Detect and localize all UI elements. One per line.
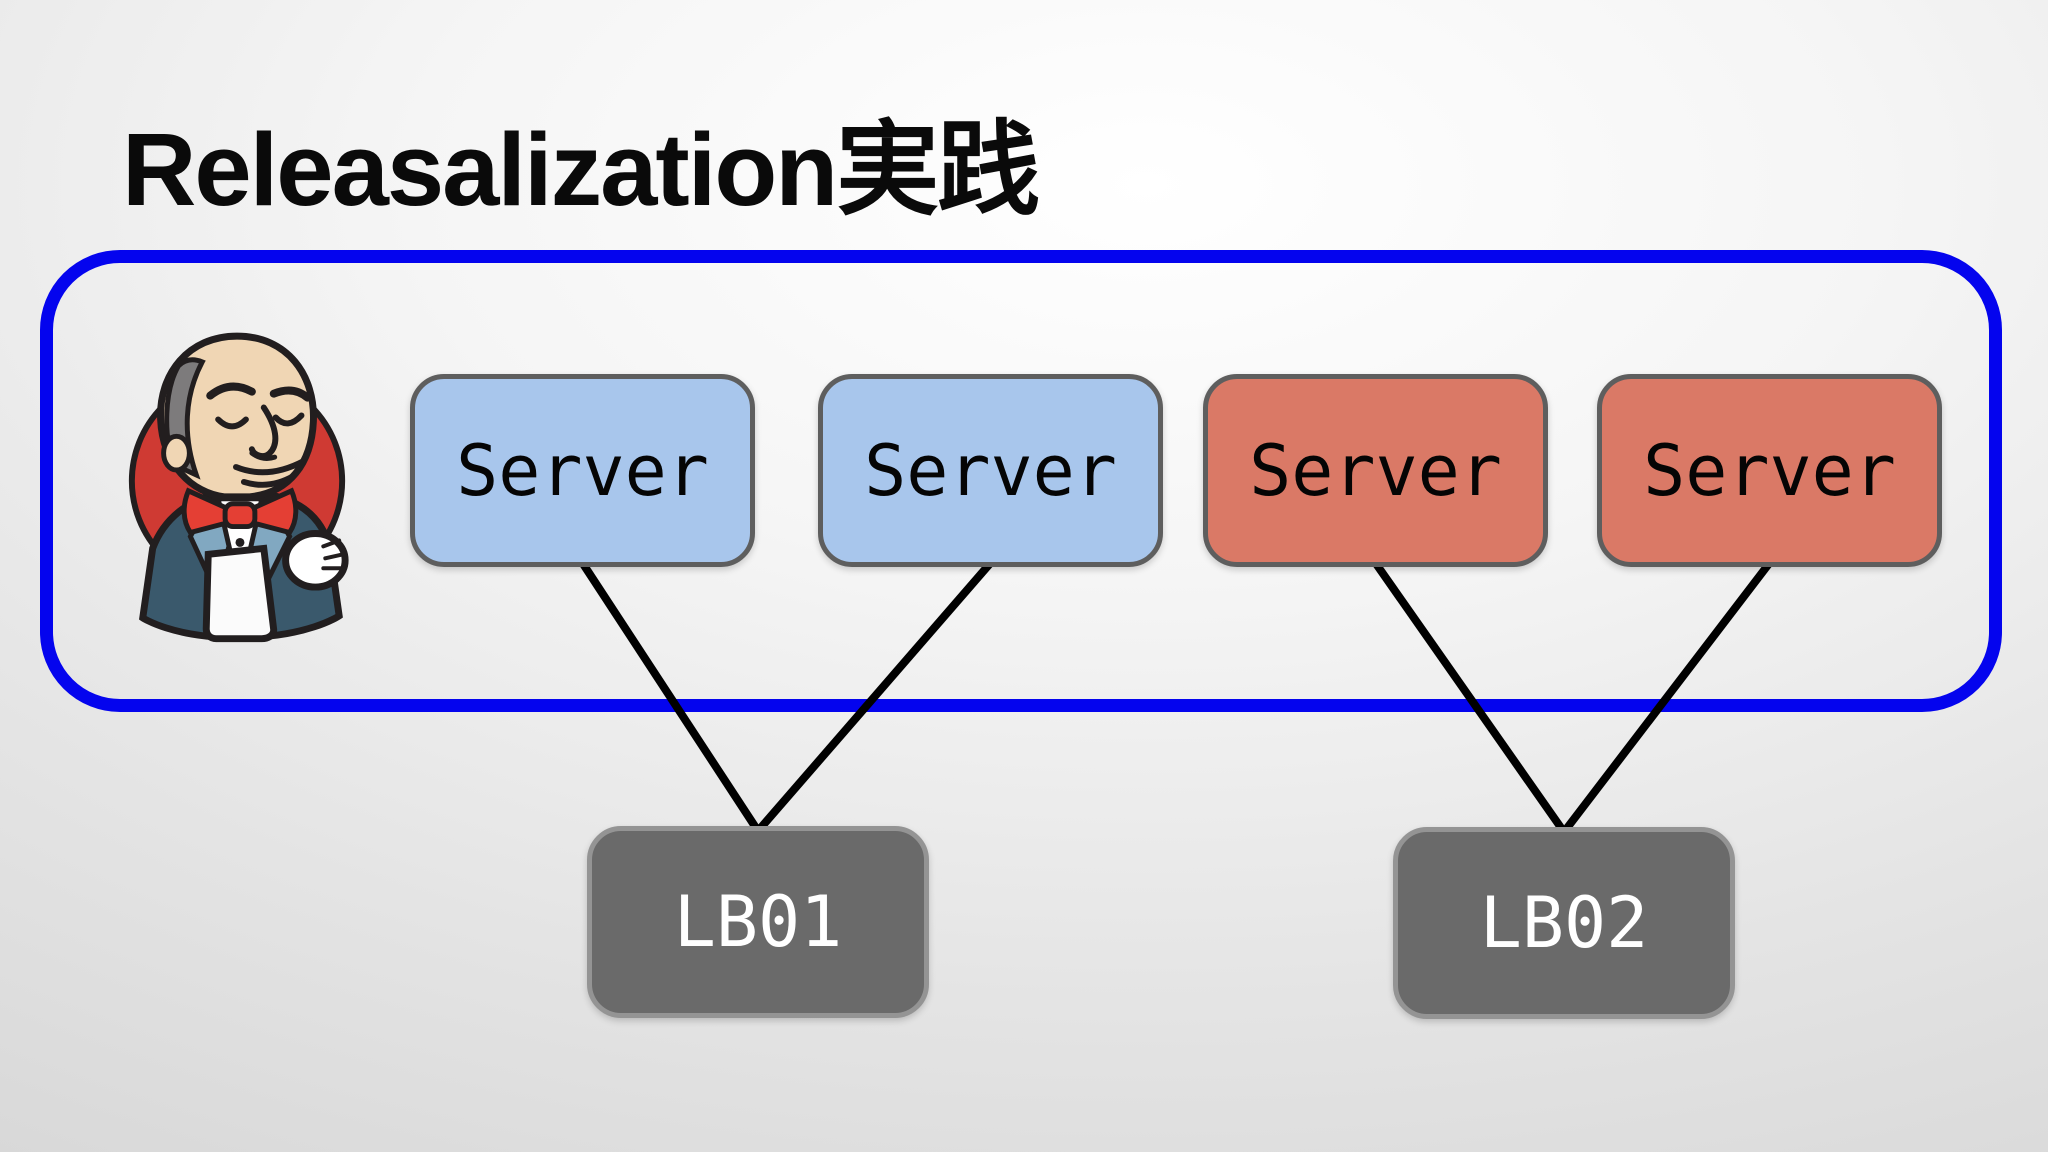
load-balancer-node-1: LB01 (587, 826, 929, 1018)
load-balancer-node-2-label: LB02 (1479, 882, 1649, 964)
load-balancer-node-1-label: LB01 (673, 881, 843, 963)
jenkins-cluster-frame (40, 250, 2002, 712)
slide-title: Releasalization実践 (122, 112, 1040, 227)
server-node-3-label: Server (1249, 429, 1502, 512)
server-node-2-label: Server (864, 429, 1117, 512)
server-node-1-label: Server (456, 429, 709, 512)
jenkins-mascot-svg (128, 332, 349, 643)
server-node-1: Server (410, 374, 755, 567)
server-node-2: Server (818, 374, 1163, 567)
jenkins-mascot-icon (113, 303, 361, 643)
server-node-3: Server (1203, 374, 1548, 567)
server-node-4: Server (1597, 374, 1942, 567)
load-balancer-node-2: LB02 (1393, 827, 1735, 1019)
server-node-4-label: Server (1643, 429, 1896, 512)
